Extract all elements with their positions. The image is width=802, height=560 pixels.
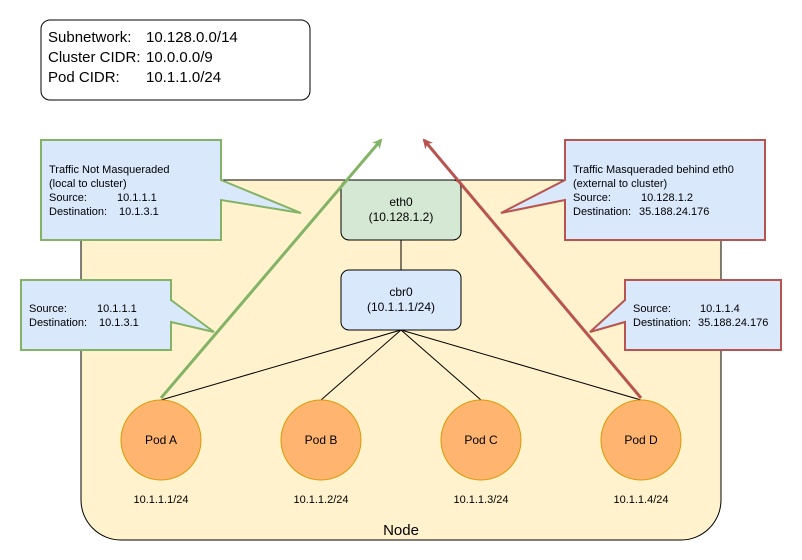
callout-not-masqueraded: Traffic Not Masqueraded (local to cluste… bbox=[40, 139, 302, 241]
pod-a-name: Pod A bbox=[145, 433, 177, 447]
callout-masq-dest-value: 35.188.24.176 bbox=[639, 206, 709, 218]
not-masqueraded-traffic-arrow bbox=[159, 138, 383, 399]
callout-pod-d-dest-value: 35.188.24.176 bbox=[698, 317, 768, 329]
callout-not-masq-dest-value: 10.1.3.1 bbox=[119, 206, 159, 218]
subnetwork-value: 10.128.0.0/14 bbox=[146, 29, 238, 46]
pod-cidr-value: 10.1.1.0/24 bbox=[146, 69, 221, 86]
pod-c: Pod C 10.1.1.3/24 bbox=[440, 399, 522, 506]
eth0-interface: eth0 (10.128.1.2) bbox=[340, 179, 462, 241]
pod-d: Pod D 10.1.1.4/24 bbox=[600, 399, 682, 506]
pod-c-name: Pod C bbox=[464, 433, 498, 447]
cbr0-ip: (10.1.1.1/24) bbox=[367, 300, 435, 314]
callout-masqueraded: Traffic Masqueraded behind eth0 (externa… bbox=[500, 139, 766, 241]
callout-not-masq-source-label: Source: bbox=[49, 192, 87, 204]
callout-masq-source-label: Source: bbox=[573, 192, 611, 204]
callout-masq-title: Traffic Masqueraded behind eth0 bbox=[573, 164, 734, 176]
callout-not-masq-dest-label: Destination: bbox=[49, 206, 107, 218]
callout-pod-a-source-value: 10.1.1.1 bbox=[97, 303, 137, 315]
callout-not-masq-subtitle: (local to cluster) bbox=[49, 178, 127, 190]
callout-pod-a-dest-value: 10.1.3.1 bbox=[99, 317, 139, 329]
cbr0-name: cbr0 bbox=[389, 285, 413, 299]
cidr-info-box: Subnetwork: 10.128.0.0/14 Cluster CIDR: … bbox=[40, 19, 311, 101]
pod-a-ip: 10.1.1.1/24 bbox=[133, 494, 188, 506]
callout-pod-d-source: Source: 10.1.1.4 Destination: 35.188.24.… bbox=[589, 279, 782, 351]
callout-not-masq-title: Traffic Not Masqueraded bbox=[49, 164, 169, 176]
cluster-cidr-value: 10.0.0.0/9 bbox=[146, 49, 213, 66]
callout-masq-source-value: 10.128.1.2 bbox=[641, 192, 693, 204]
callout-pod-d-dest-label: Destination: bbox=[633, 317, 691, 329]
pod-b-name: Pod B bbox=[305, 433, 338, 447]
cbr0-bridge: cbr0 (10.1.1.1/24) bbox=[340, 269, 462, 331]
callout-pod-a-source: Source: 10.1.1.1 Destination: 10.1.3.1 bbox=[20, 279, 215, 351]
cbr0-pod-c-link bbox=[400, 329, 482, 401]
pod-cidr-label: Pod CIDR: bbox=[48, 69, 120, 86]
pod-c-ip: 10.1.1.3/24 bbox=[453, 494, 508, 506]
eth0-ip: (10.128.1.2) bbox=[369, 210, 434, 224]
callout-not-masq-source-value: 10.1.1.1 bbox=[117, 192, 157, 204]
pod-d-name: Pod D bbox=[624, 433, 658, 447]
node-label: Node bbox=[383, 522, 419, 539]
cbr0-pod-b-link bbox=[320, 329, 402, 401]
cluster-cidr-label: Cluster CIDR: bbox=[48, 49, 141, 66]
pod-b-ip: 10.1.1.2/24 bbox=[293, 494, 348, 506]
masqueraded-traffic-arrow bbox=[422, 138, 643, 399]
callout-pod-d-source-value: 10.1.1.4 bbox=[700, 303, 740, 315]
callout-pod-a-source-label: Source: bbox=[29, 303, 67, 315]
cbr0-pod-a-link bbox=[160, 329, 402, 401]
callout-masq-subtitle: (external to cluster) bbox=[573, 178, 667, 190]
connections bbox=[160, 240, 642, 401]
pod-b: Pod B 10.1.1.2/24 bbox=[280, 399, 362, 506]
callout-masq-dest-label: Destination: bbox=[573, 206, 631, 218]
eth0-name: eth0 bbox=[389, 195, 413, 209]
callout-pod-d-source-label: Source: bbox=[633, 303, 671, 315]
callout-pod-a-dest-label: Destination: bbox=[29, 317, 87, 329]
pod-d-ip: 10.1.1.4/24 bbox=[613, 494, 668, 506]
pod-a: Pod A 10.1.1.1/24 bbox=[120, 399, 202, 506]
subnetwork-label: Subnetwork: bbox=[48, 29, 131, 46]
cbr0-pod-d-link bbox=[400, 329, 642, 401]
